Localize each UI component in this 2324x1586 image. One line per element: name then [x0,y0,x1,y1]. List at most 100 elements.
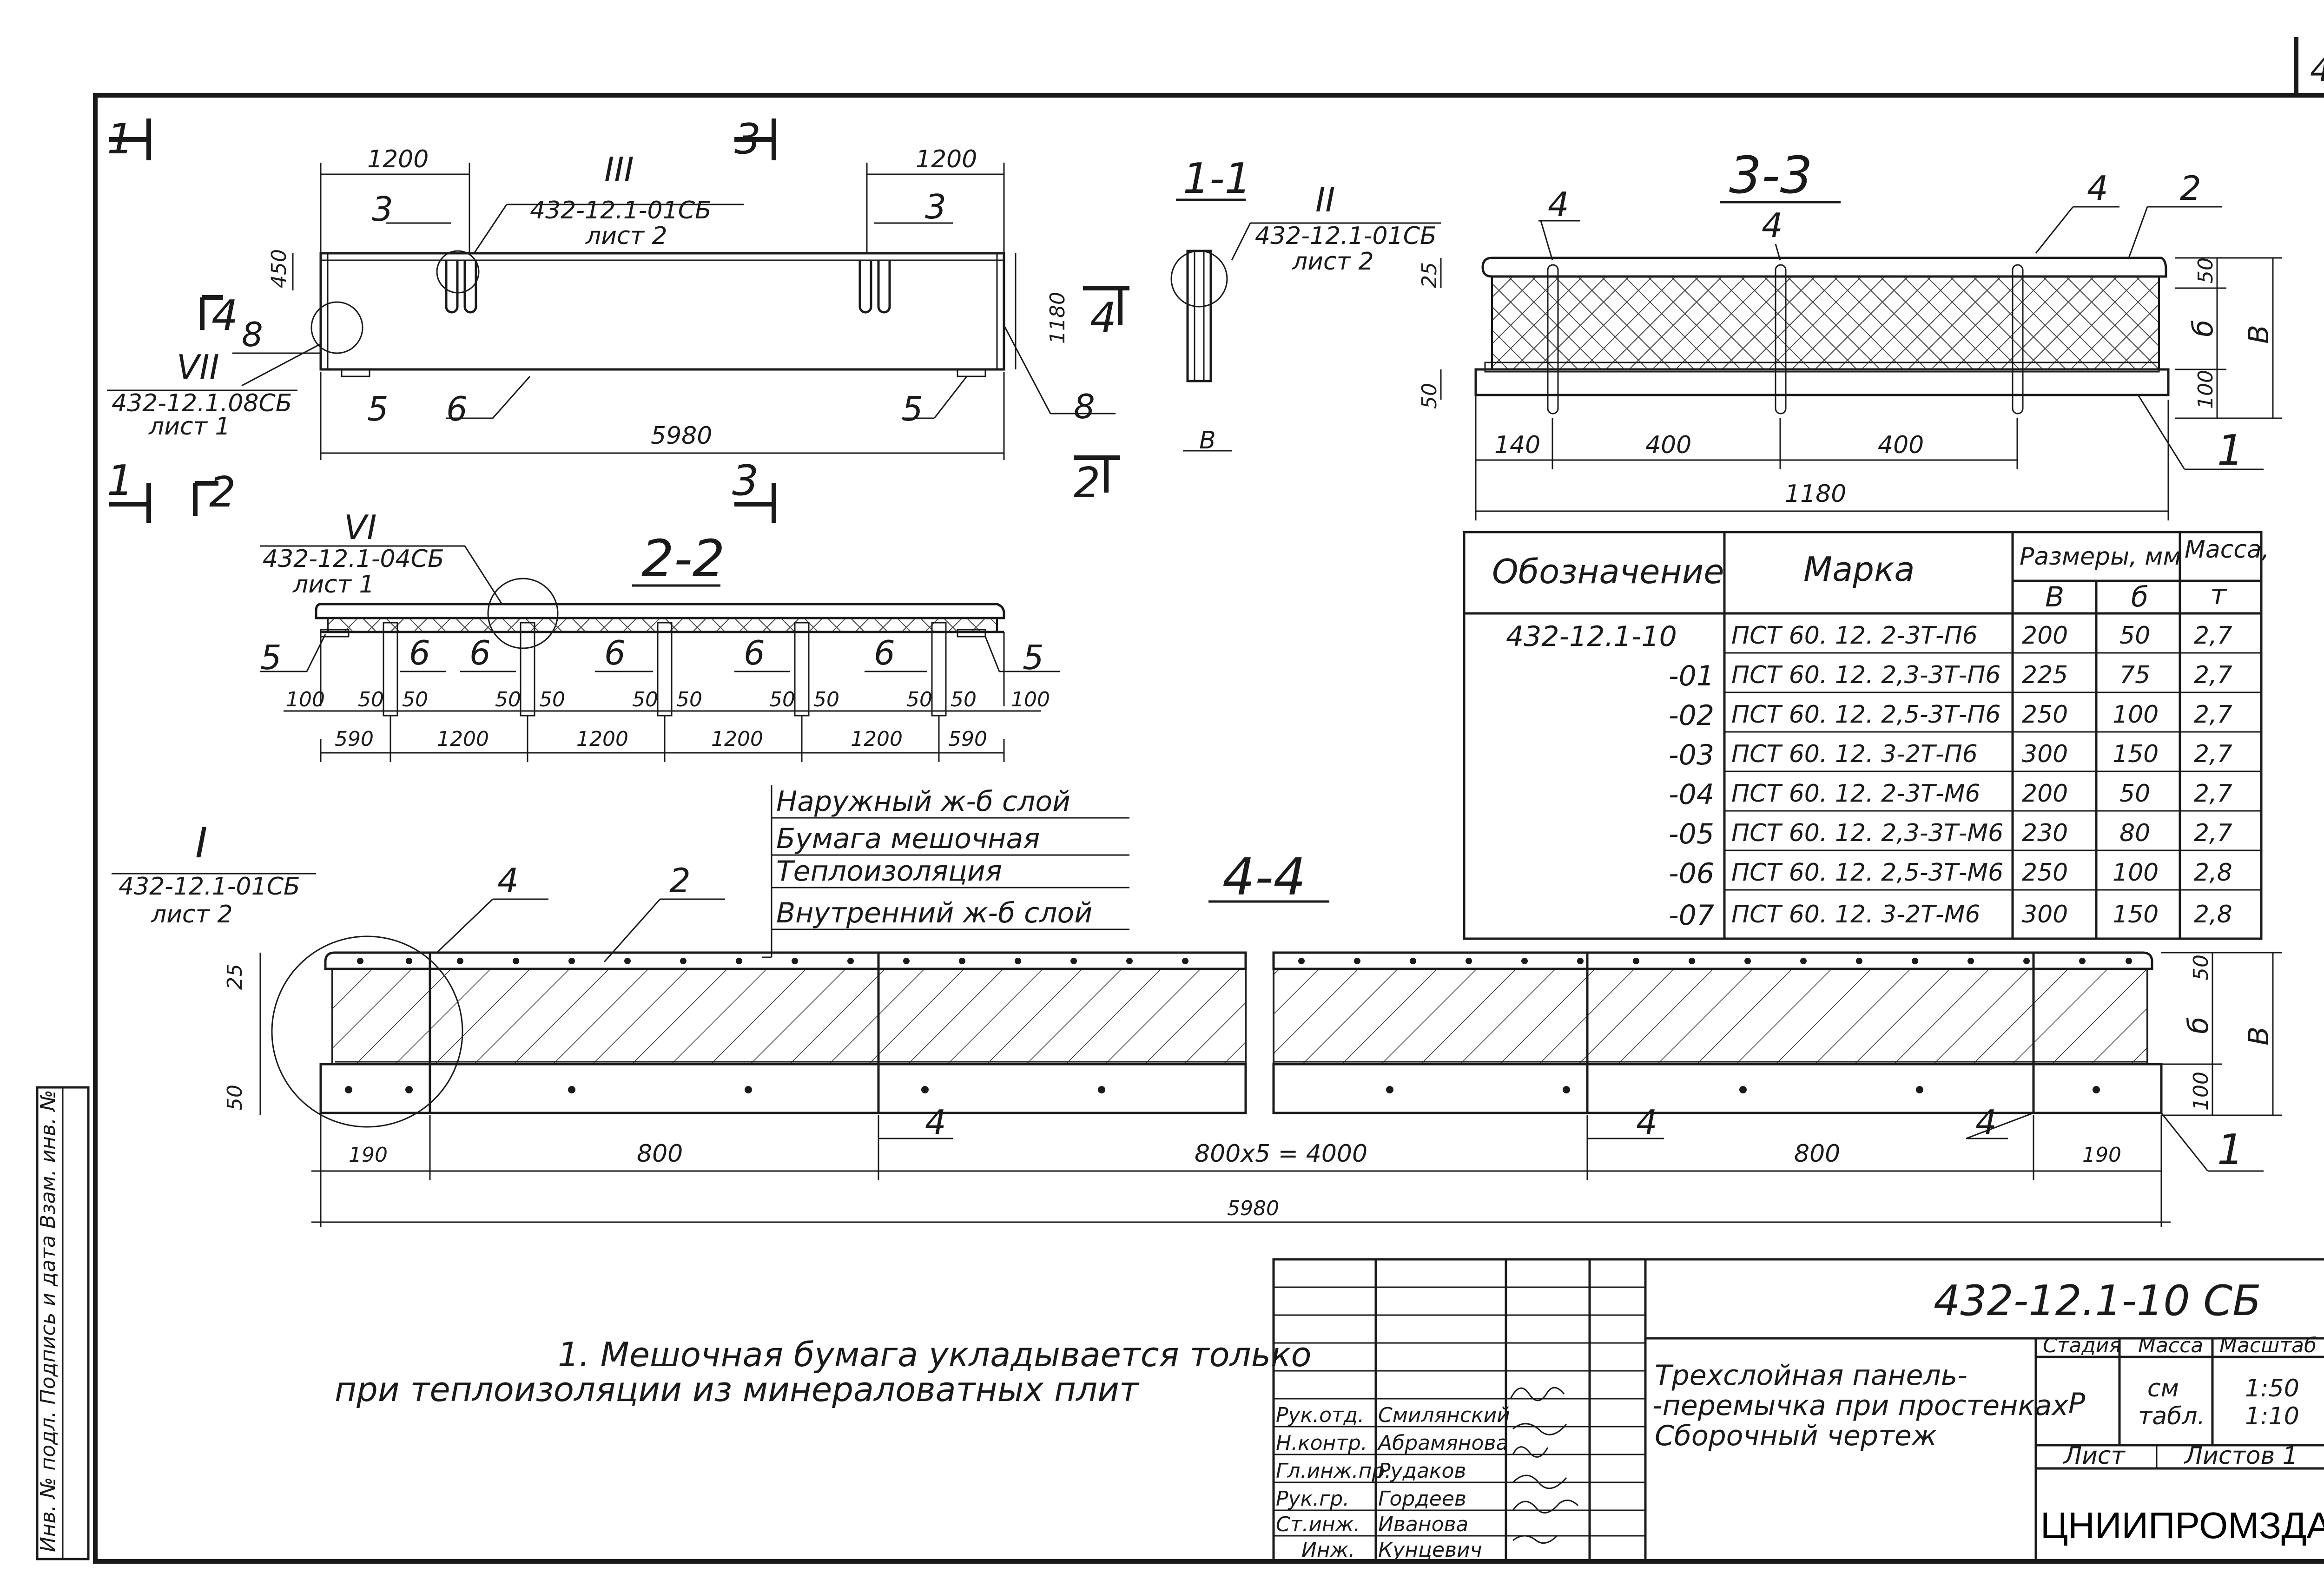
row-0-B: 200 [2022,622,2068,650]
plan-pos-3b: 3 [925,187,946,226]
role-0: Рук.отд. [1276,1403,1364,1427]
row-0-mass: 2,7 [2194,622,2232,650]
section-1-1: 1-1 II 432-12.1-01СБ лист 2 В [1170,154,1441,454]
th-b: б [2131,581,2148,613]
cut-2-left: 2 [209,468,236,517]
section-3-3-title: 3-3 [1729,145,1813,205]
node-VII-sheet: лист 1 [148,413,231,441]
sidebar-text: Инв. № подл. Подпись и дата Взам. инв. № [36,1090,60,1552]
s44-right-50: 50 [2189,954,2213,981]
row-7-designation: -07 [1669,899,1714,932]
s44-dim-5980: 5980 [1227,1197,1279,1220]
scale-value-1: 1:50 [2245,1375,2299,1402]
row-6-mark: ПСТ 60. 12. 2,5-3Т-М6 [1731,859,2003,887]
row-0-mark: ПСТ 60. 12. 2-3Т-П6 [1731,622,1978,650]
layer-inner-concrete: Внутренний ж-б слой [776,897,1092,929]
s22-small-50f: 50 [676,688,702,711]
listov-label: Листов 1 [2184,1442,2298,1470]
s22-big-1200c: 1200 [711,727,763,751]
sheet-frame [93,93,2324,1564]
row-4-mark: ПСТ 60. 12. 2-3Т-М6 [1731,780,1981,808]
s44-dim-190b: 190 [2082,1143,2121,1167]
stadia-value: Р [2068,1387,2086,1420]
row-6-mass: 2,8 [2194,859,2232,887]
stadia-header: Стадия [2043,1334,2121,1357]
massa-value-1: см [2147,1375,2179,1402]
row-1-b: 75 [2119,661,2150,689]
s22-small-50a: 50 [358,688,384,711]
cut-3-bottom: 3 [732,456,759,505]
th-designation: Обозначение [1492,552,1724,591]
node-VI-label: VI [344,508,377,547]
name-0: Смилянский [1378,1403,1510,1427]
s33-pos-4c: 4 [2087,169,2108,208]
s44-right-b: б [2182,1017,2215,1034]
layer-insulation: Теплоизоляция [776,855,1002,888]
s44-pos-4d: 4 [1975,1103,1997,1142]
name-1: Абрамянова [1377,1431,1508,1455]
dim-1180-plan: 1180 [1046,292,1070,344]
node-II-sheet: лист 2 [1292,248,1374,276]
name-5: Кунцевич [1378,1538,1482,1562]
s44-pos-4b: 4 [925,1103,946,1142]
cut-1-top: 1 [107,115,133,164]
s22-small-50c: 50 [495,688,521,711]
th-mark: Марка [1803,550,1915,589]
name-3: Гордеев [1378,1487,1466,1511]
s22-small-100b: 100 [1011,688,1050,711]
row-1-mark: ПСТ 60. 12. 2,3-3Т-П6 [1731,661,2000,689]
cut-2-right: 2 [1074,459,1100,507]
cut-4-right: 4 [1090,294,1116,342]
note-line-2: при теплоизоляции из минераловатных плит [335,1370,1140,1409]
row-2-b: 100 [2113,701,2159,729]
role-5: Инж. [1301,1538,1355,1562]
row-0-b: 50 [2119,622,2150,650]
s22-small-100a: 100 [286,688,325,711]
row-4-B: 200 [2022,780,2068,808]
s22-small-50g: 50 [769,688,795,711]
plan-pos-5b: 5 [902,389,923,428]
s22-small-50i: 50 [906,688,932,711]
s44-dim-800b: 800 [1794,1140,1840,1168]
node-VII-ref: 432-12.1.08СБ [112,389,292,417]
row-7-mark: ПСТ 60. 12. 3-2Т-М6 [1731,901,1981,928]
s22-pos-6e: 6 [874,633,895,672]
th-mass: Масса, [2185,536,2269,564]
s22-pos-6a: 6 [409,633,430,672]
scale-header: Масштаб [2219,1334,2317,1357]
plan-pos-6: 6 [446,389,468,428]
s22-big-1200a: 1200 [437,727,489,751]
plan-pos-3a: 3 [372,190,393,229]
layer-bag-paper: Бумага мешочная [776,823,1040,855]
left-sidebar-stamp: Инв. № подл. Подпись и дата Взам. инв. № [36,1086,90,1560]
s22-small-50e: 50 [632,688,658,711]
title-line-3: Сборочный чертеж [1655,1420,1937,1452]
signatures [1510,1387,1579,1544]
note-line-1: 1. Мешочная бумага укладывается только [558,1335,1312,1374]
s44-left-50: 50 [223,1085,247,1111]
section-3-3: 3-3 4 4 4 2 1 140 400 400 1180 [1418,145,2282,520]
s22-big-590b: 590 [948,727,987,751]
s33-left-50: 50 [1418,383,1441,409]
s44-dim-800a: 800 [637,1140,683,1168]
row-3-designation: -03 [1669,739,1714,771]
node-I-sheet: лист 2 [151,901,233,928]
row-1-designation: -01 [1669,660,1714,692]
s22-big-590a: 590 [335,727,374,751]
row-7-B: 300 [2022,901,2068,928]
layer-callout: Наружный ж-б слой Бумага мешочная Теплои… [762,785,1129,958]
s33-pos-2: 2 [2180,169,2201,208]
s33-dim-140: 140 [1494,431,1540,459]
node-III-sheet: лист 2 [585,222,667,250]
plan-pos-8a: 8 [242,315,263,354]
s22-small-50h: 50 [813,688,839,711]
s33-right-100: 100 [2194,370,2218,409]
th-B: В [2045,581,2064,613]
s33-right-b: б [2187,320,2219,337]
scale-value-2: 1:10 [2245,1402,2299,1430]
s44-dim-4000: 800х5 = 4000 [1195,1140,1367,1168]
plan-pos-8b: 8 [1074,387,1095,426]
dim-5980-plan: 5980 [651,422,712,450]
spec-table: Обозначение Марка Размеры, мм Масса, т В… [1463,531,2269,940]
